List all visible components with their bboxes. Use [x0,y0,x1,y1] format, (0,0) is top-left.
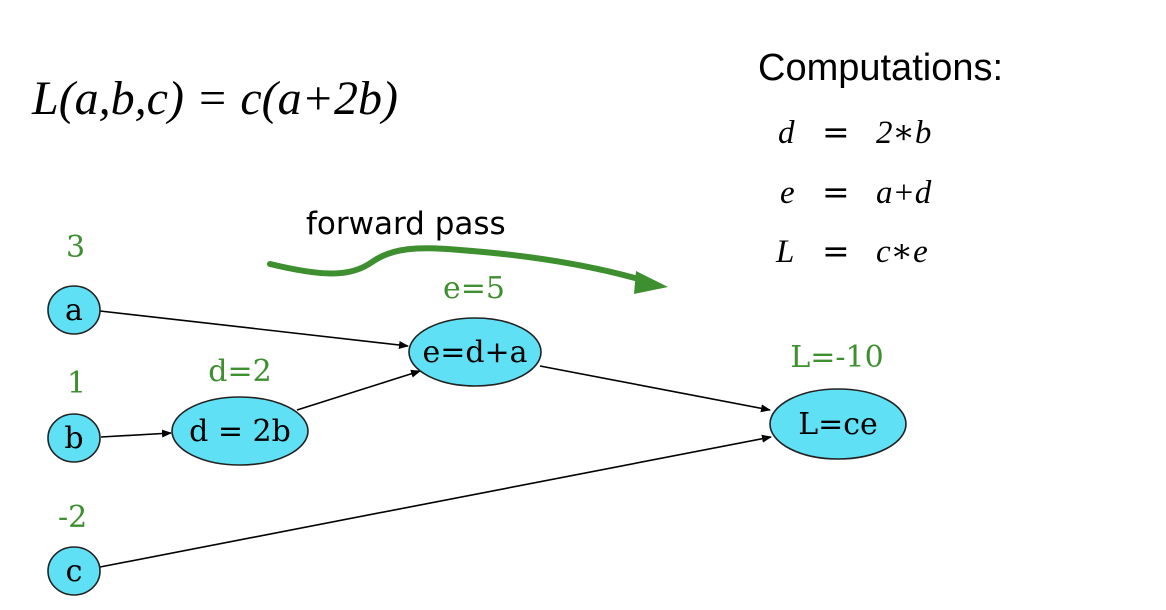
node-e-value: e=5 [443,271,505,306]
node-b-label: b [64,421,83,456]
computation-row-3-lhs: L [775,234,794,270]
node-c: -2 c [47,500,101,596]
node-L-label: L=ce [798,407,878,442]
computations-title: Computations: [758,47,1003,89]
node-d: d=2 d = 2b [171,354,309,466]
edges [99,310,772,568]
node-e-label: e=d+a [422,335,527,370]
node-a-value: 3 [66,230,85,265]
computation-row-3-rhs: c∗e [876,234,928,270]
edge-c-to-L [99,434,772,568]
computation-row-1-rhs: 2∗b [876,115,931,151]
forward-pass-label: forward pass [306,206,506,242]
node-L-value: L=-10 [790,340,883,375]
computation-row-1-lhs: d [778,115,795,151]
node-b: 1 b [47,366,101,463]
computation-row-2-eq: = [822,172,850,211]
computation-row-2-rhs: a+d [876,175,932,211]
node-c-label: c [66,554,83,589]
node-a-label: a [65,293,83,328]
computation-row-1-eq: = [822,112,850,151]
edge-d-to-e [296,369,421,411]
node-a: 3 a [47,230,101,335]
computations-list: d = 2∗b e = a+d L = c∗e [775,112,932,270]
formula: L(a,b,c) = c(a+2b) [31,72,398,125]
edge-e-to-L [539,365,771,413]
node-b-value: 1 [67,366,86,401]
edge-b-to-d [100,429,172,438]
node-d-label: d = 2b [189,414,291,449]
node-d-value: d=2 [208,354,271,389]
edge-a-to-e [99,310,409,349]
forward-pass-arrow [267,245,668,294]
node-L: L=-10 L=ce [769,340,907,460]
node-c-value: -2 [58,500,87,535]
computation-row-3-eq: = [822,231,850,270]
computation-row-2-lhs: e [780,175,795,211]
node-e: e=5 e=d+a [408,271,542,387]
